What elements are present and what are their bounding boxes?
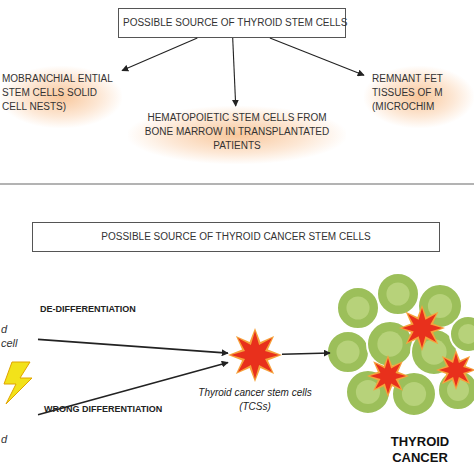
edge-label: DE-DIFFERENTIATION: [40, 304, 136, 314]
star-ring: [399, 305, 445, 351]
node-caption: Thyroid cancer stem cells (TCSs): [190, 386, 320, 414]
cell-blob: [377, 273, 419, 315]
star-shape: [231, 331, 279, 379]
source-glow: REMNANT FET TISSUES OF M (MICROCHIM: [364, 66, 474, 128]
star-ring: [436, 350, 474, 390]
star-outline: [228, 328, 282, 382]
cell-blob: [327, 331, 369, 373]
connector-arrow: [122, 38, 197, 71]
star-ring: [228, 328, 282, 382]
cell-nucleus: [336, 340, 359, 363]
cell-nucleus: [428, 294, 452, 318]
connector-arrow: [233, 38, 236, 106]
cell-nucleus: [421, 339, 446, 364]
cell-nucleus: [346, 296, 369, 319]
cluster-illustration: [330, 272, 474, 430]
cell-fragment: d: [0, 388, 38, 452]
source-glow: HEMATOPOIETIC STEM CELLS FROM BONE MARRO…: [128, 106, 346, 164]
thyroid-cancer-cluster: THYROID CANCER: [330, 272, 474, 430]
star-shape: [439, 353, 473, 387]
node-caption: THYROID CANCER: [382, 434, 458, 466]
star-ring: [367, 355, 409, 397]
title-box: POSSIBLE SOURCE OF THYROID STEM CELLS: [118, 8, 346, 38]
node-text: POSSIBLE SOURCE OF THYROID CANCER STEM C…: [33, 223, 439, 251]
cell-fragment: d cell: [0, 318, 38, 358]
connector-arrow: [38, 339, 228, 353]
node-text: POSSIBLE SOURCE OF THYROID STEM CELLS: [119, 9, 345, 37]
node-text: MOBRANCHIAL ENTIAL STEM CELLS SOLID CELL…: [0, 66, 118, 120]
cell-nucleus: [458, 324, 474, 344]
cancer-stem-star: Thyroid cancer stem cells (TCSs): [228, 328, 282, 382]
star-shape: [370, 358, 406, 394]
source-glow: MOBRANCHIAL ENTIAL STEM CELLS SOLID CELL…: [0, 66, 122, 128]
title-box: POSSIBLE SOURCE OF THYROID CANCER STEM C…: [32, 222, 440, 252]
node-text: d: [0, 388, 23, 446]
cell-blob: [450, 316, 474, 352]
cell-nucleus: [386, 282, 409, 305]
star-shape: [402, 308, 442, 348]
node-text: d cell: [0, 318, 23, 350]
node-text: REMNANT FET TISSUES OF M (MICROCHIM: [364, 66, 470, 120]
cell-nucleus: [377, 331, 402, 356]
connector-arrow: [270, 38, 364, 75]
connector-arrow: [282, 353, 330, 354]
node-text: HEMATOPOIETIC STEM CELLS FROM BONE MARRO…: [136, 106, 338, 158]
cell-nucleus: [402, 382, 426, 406]
edge-label: WRONG DIFFERENTIATION: [44, 404, 162, 414]
separator-line: [0, 183, 474, 185]
cell-blob: [337, 287, 379, 329]
lightning-bolt: [4, 362, 32, 404]
